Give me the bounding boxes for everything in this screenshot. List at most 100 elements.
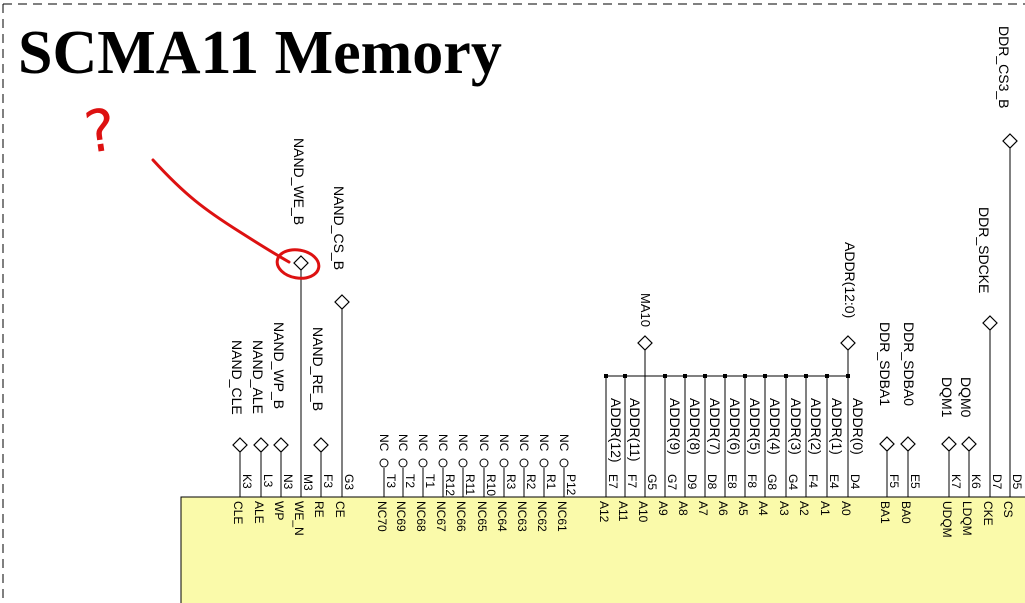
nc-terminal [398, 458, 408, 468]
pin-name: NC69 [394, 501, 408, 532]
ball-label: K3 [240, 474, 254, 489]
ball-label: D5 [1010, 474, 1024, 490]
nc-marker: NC [396, 434, 410, 452]
nand-port-ce [334, 294, 350, 310]
ddr-signal-group: DDR_SDBA1F5BA1DDR_SDBA0E5BA0DQM1K7UDQMDQ… [877, 26, 1024, 538]
addr-net-label: ADDR(3) [788, 398, 804, 455]
addr-net-label: ADDR(8) [687, 398, 703, 455]
ball-label: G5 [645, 474, 659, 490]
bus-junction [784, 374, 788, 378]
ball-label: F5 [887, 474, 901, 488]
ball-label: E8 [725, 474, 739, 489]
pin-name: NC62 [535, 501, 549, 532]
nand-port-cle [232, 437, 248, 453]
ball-label: K6 [969, 474, 983, 489]
pin-name: A2 [797, 501, 811, 516]
ball-label: R10 [484, 474, 498, 496]
ball-label: E4 [827, 474, 841, 489]
ball-label: G7 [665, 474, 679, 490]
nc-terminal [499, 458, 509, 468]
ball-label: D7 [990, 474, 1004, 490]
pin-name: A9 [656, 501, 670, 516]
pin-name: A5 [736, 501, 750, 516]
ball-label: R12 [443, 474, 457, 496]
addr-net-label: ADDR(0) [850, 398, 866, 455]
ball-label: L3 [261, 474, 275, 488]
bus-junction [623, 374, 627, 378]
nc-terminal [479, 458, 489, 468]
pin-name: RE [312, 501, 326, 518]
ball-label: T2 [403, 474, 417, 488]
ma10-port [637, 335, 653, 351]
ma10-label: MA10 [638, 293, 653, 327]
addr-net-label: ADDR(7) [707, 398, 723, 455]
ball-label: N3 [281, 474, 295, 490]
ball-label: D8 [705, 474, 719, 490]
ball-label: K7 [949, 474, 963, 489]
nc-terminal [379, 458, 389, 468]
pin-name: NC70 [375, 501, 389, 532]
addr-bus-port [840, 335, 856, 351]
ball-label: F3 [321, 474, 335, 488]
ddr-port [879, 436, 895, 452]
pin-name: ALE [252, 501, 266, 524]
page-title: SCMA11 Memory [18, 19, 502, 87]
nc-terminal [519, 458, 529, 468]
nand-port-we_n [293, 255, 309, 271]
ddr-net-label: DDR_SDBA1 [877, 322, 893, 406]
nc-marker: NC [517, 434, 531, 452]
nand-signal-group: NAND_CLEK3CLENAND_ALEL3ALENAND_WP_BN3WPN… [229, 138, 356, 536]
nc-pin-group: NCT3NC70NCT2NC69NCT1NC68NCR12NC67NCR11NC… [375, 434, 578, 532]
bus-junction [804, 374, 808, 378]
ball-label: R2 [524, 474, 538, 490]
nc-marker: NC [416, 434, 430, 452]
nc-terminal [559, 458, 569, 468]
nc-marker: NC [477, 434, 491, 452]
question-mark-annotation: ? [80, 95, 120, 167]
ddr-net-label: DQM0 [958, 377, 974, 418]
ball-label: E7 [606, 474, 620, 489]
pin-name: A0 [839, 501, 853, 516]
pin-name: NC65 [475, 501, 489, 532]
pin-name: CE [333, 501, 347, 518]
ddr-port [982, 315, 998, 331]
bus-junction [723, 374, 727, 378]
pin-name: WP [272, 501, 286, 520]
pin-name: A10 [636, 501, 650, 523]
pin-name: BA0 [899, 501, 913, 524]
nc-marker: NC [557, 434, 571, 452]
pin-name: NC64 [495, 501, 509, 532]
pin-name: NC68 [414, 501, 428, 532]
ddr-port [961, 436, 977, 452]
pin-name: BA1 [878, 501, 892, 524]
addr-bus-label: ADDR(12:0) [842, 242, 858, 318]
net-label-nand_ale: NAND_ALE [250, 340, 266, 414]
ball-label: F7 [625, 474, 639, 488]
pin-name: NC61 [555, 501, 569, 532]
ball-label: M3 [301, 474, 315, 491]
ball-label: G3 [342, 474, 356, 490]
ball-label: T1 [423, 474, 437, 488]
pin-name: A8 [676, 501, 690, 516]
nc-terminal [438, 458, 448, 468]
ddr-port [1002, 133, 1018, 149]
addr-net-label: ADDR(12) [608, 398, 624, 463]
nc-terminal [458, 458, 468, 468]
addr-net-label: ADDR(4) [767, 398, 783, 455]
nc-marker: NC [436, 434, 450, 452]
pin-name: NC63 [515, 501, 529, 532]
bus-junction [743, 374, 747, 378]
bus-junction [604, 374, 608, 378]
nc-marker: NC [377, 434, 391, 452]
nc-marker: NC [537, 434, 551, 452]
pin-name: WE_N [292, 501, 306, 536]
addr-net-label: ADDR(9) [667, 398, 683, 455]
nc-marker: NC [456, 434, 470, 452]
net-label-nand_we_b: NAND_WE_B [291, 138, 307, 225]
address-pin-group: ADDR(12)E7A12ADDR(11)F7A11G5A10ADDR(9)G7… [597, 374, 866, 523]
ddr-net-label: DQM1 [939, 377, 955, 418]
ball-label: R1 [544, 474, 558, 490]
ddr-net-label: DDR_SDCKE [976, 207, 992, 293]
pin-name: LDQM [960, 501, 974, 536]
pin-name: A6 [716, 501, 730, 516]
